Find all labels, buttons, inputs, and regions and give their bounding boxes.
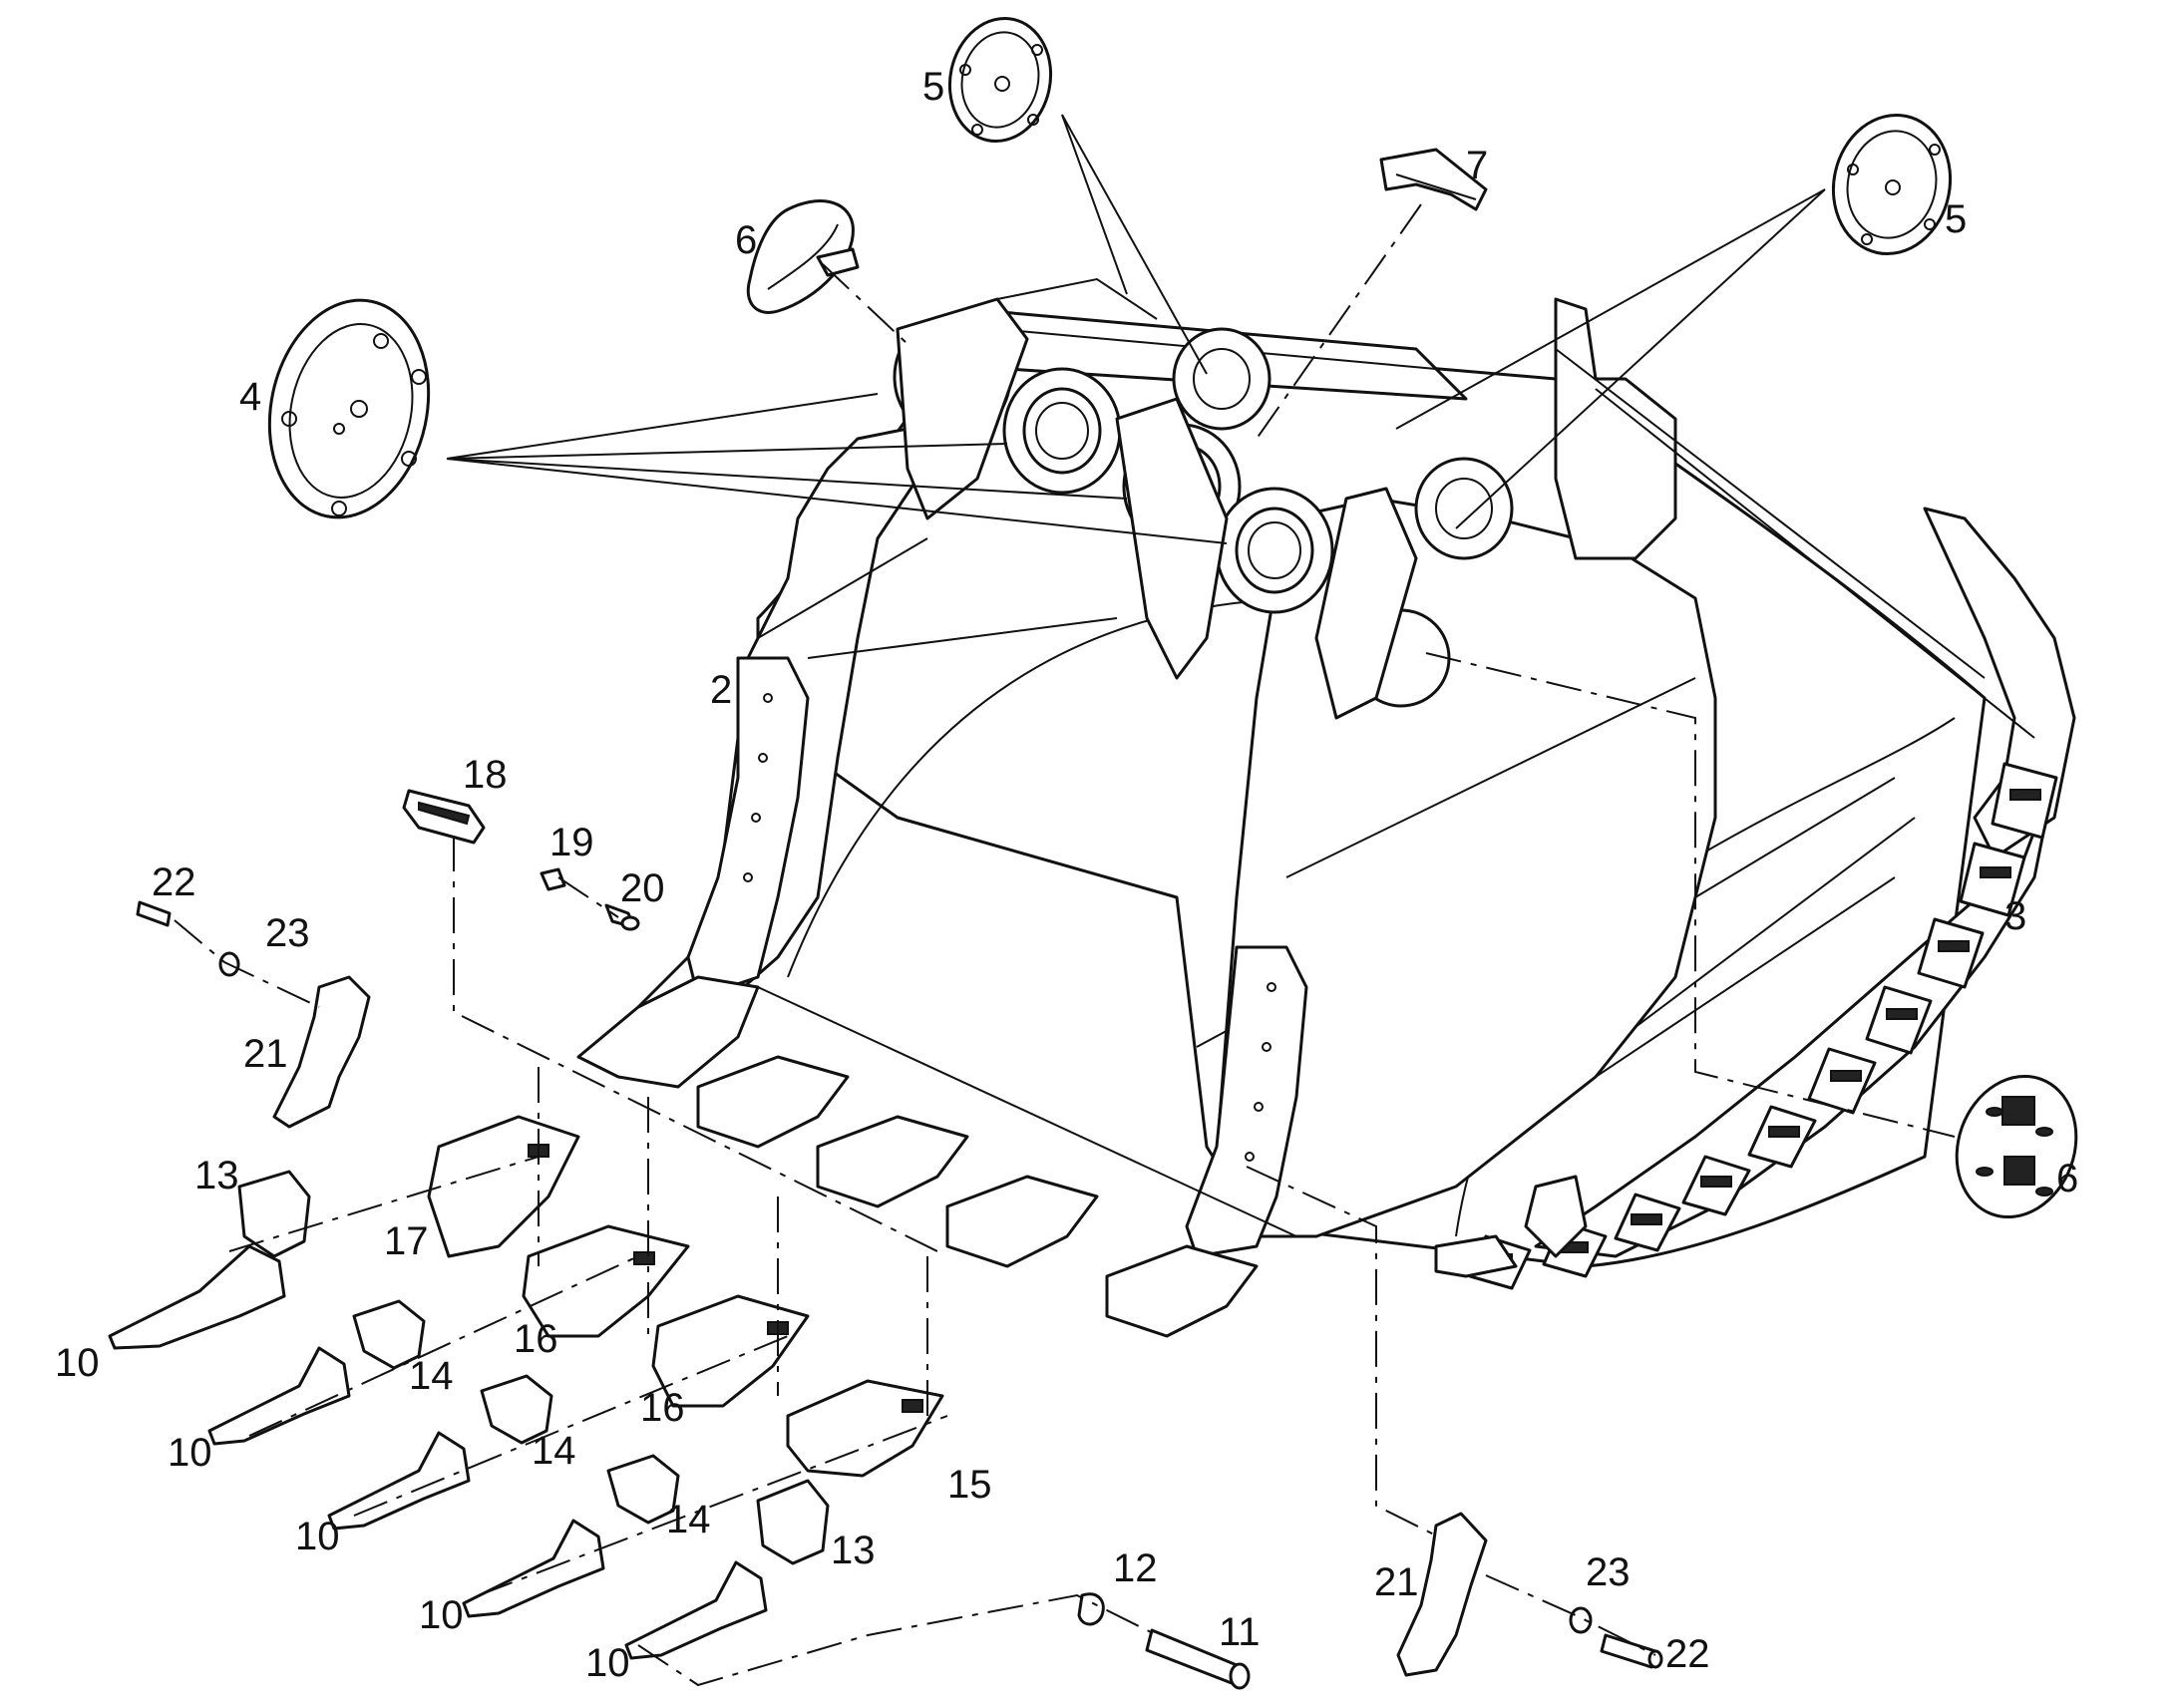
cover-plate-top xyxy=(947,16,1053,144)
shroud xyxy=(786,1379,944,1478)
wear-pad xyxy=(480,1374,553,1445)
bucket-tooth xyxy=(207,1346,351,1446)
pin-boss-6 xyxy=(1414,457,1514,560)
cover-plate-right xyxy=(1831,113,1953,256)
callout-2: 2 xyxy=(710,668,732,712)
callout-21-left: 21 xyxy=(243,1032,288,1076)
wear-pad xyxy=(352,1299,426,1370)
pin-right xyxy=(1600,1633,1663,1669)
callout-16-b: 16 xyxy=(640,1386,685,1430)
callout-4: 4 xyxy=(239,375,261,419)
tooth-lock-upper xyxy=(237,1170,311,1258)
callout-10-a: 10 xyxy=(55,1341,100,1385)
wear-disc-right xyxy=(1955,1074,2078,1219)
callout-15: 15 xyxy=(947,1463,992,1507)
callout-7: 7 xyxy=(1466,144,1488,187)
callout-23-left: 23 xyxy=(265,911,310,955)
callout-10-c: 10 xyxy=(295,1515,340,1558)
wear-block xyxy=(1614,1193,1681,1252)
callout-21-right: 21 xyxy=(1374,1560,1419,1604)
shroud xyxy=(522,1224,690,1338)
locking-bolt xyxy=(604,903,640,931)
wear-pad xyxy=(606,1454,680,1525)
callout-10-b: 10 xyxy=(168,1431,212,1475)
callout-19: 19 xyxy=(549,821,594,864)
pin-boss-5 xyxy=(1215,487,1334,614)
callout-16-a: 16 xyxy=(514,1317,558,1361)
callout-22-right: 22 xyxy=(1665,1632,1710,1676)
side-protector-left xyxy=(272,975,371,1129)
bucket-tooth xyxy=(327,1431,471,1531)
callout-numbers: 2 3 4 5 5 6 6 7 10 10 10 10 10 11 12 13 … xyxy=(55,65,2078,1685)
shroud xyxy=(427,1115,580,1258)
retainer-ring xyxy=(1077,1592,1105,1626)
pin-left xyxy=(136,900,172,927)
pin-boss-3 xyxy=(1172,327,1272,431)
callout-18: 18 xyxy=(463,753,508,797)
retainer-clip-top xyxy=(746,199,860,314)
callout-5-top: 5 xyxy=(922,65,944,109)
callout-13-lower: 13 xyxy=(831,1529,876,1572)
clip xyxy=(1379,148,1488,211)
callout-22-left: 22 xyxy=(152,860,196,904)
bucket-tooth xyxy=(108,1244,286,1350)
washer-right xyxy=(1569,1606,1593,1634)
callout-14-b: 14 xyxy=(532,1429,576,1473)
callout-11: 11 xyxy=(1219,1610,1261,1654)
wear-block xyxy=(1991,762,2058,840)
callout-23-right: 23 xyxy=(1586,1550,1631,1594)
tooth-pin xyxy=(1145,1628,1251,1690)
leader-lines xyxy=(174,114,1956,1687)
callout-3: 3 xyxy=(2004,894,2026,938)
wear-block xyxy=(1681,1155,1751,1216)
callout-20: 20 xyxy=(620,866,665,910)
bucket-tooth xyxy=(624,1560,768,1660)
callout-10-e: 10 xyxy=(585,1641,630,1685)
callout-5-right: 5 xyxy=(1945,197,1967,241)
wear-block xyxy=(1959,842,2026,917)
wear-block xyxy=(1807,1047,1877,1115)
wear-block xyxy=(1747,1105,1817,1169)
pin-boss-2 xyxy=(1002,367,1122,495)
bucket-lip-adapters xyxy=(576,975,1297,1338)
bucket-body xyxy=(636,277,2076,1268)
callout-10-d: 10 xyxy=(419,1593,464,1637)
tooth-lock-lower xyxy=(756,1479,830,1565)
callout-6-right: 6 xyxy=(2056,1157,2078,1200)
shroud xyxy=(651,1294,810,1408)
callout-14-a: 14 xyxy=(409,1354,454,1398)
wear-block xyxy=(1865,985,1933,1055)
callout-14-c: 14 xyxy=(666,1498,711,1541)
bucket-tooth xyxy=(462,1519,605,1618)
callout-6-top: 6 xyxy=(735,218,757,262)
callout-12: 12 xyxy=(1113,1546,1158,1590)
side-protector-right xyxy=(1396,1512,1488,1677)
wear-block xyxy=(1917,917,1985,989)
callout-13-upper: 13 xyxy=(194,1154,239,1197)
callout-17: 17 xyxy=(384,1219,429,1263)
spring-clip xyxy=(540,867,566,891)
latch-block xyxy=(402,789,486,845)
side-cutter-wear-blocks xyxy=(1434,762,2058,1290)
cover-plate-large xyxy=(267,298,431,519)
